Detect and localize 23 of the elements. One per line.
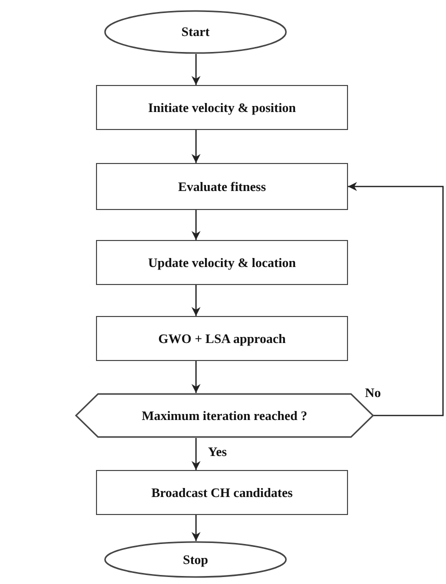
arrow [348,182,444,416]
process-box [96,85,348,130]
arrow [192,361,200,393]
process-box [96,240,348,285]
node-label: Initiate velocity & position [148,100,296,116]
start-terminal [104,10,287,54]
stop-terminal [104,541,287,578]
process-box [96,163,348,210]
arrow [192,54,200,85]
arrow [192,210,200,240]
arrow [192,515,200,541]
node-label: Broadcast CH candidates [151,484,293,500]
arrow [192,285,200,316]
arrow [192,438,200,470]
node-label: Update velocity & location [148,254,296,270]
node-label: Maximum iteration reached ? [142,408,308,424]
node-label: Start [181,24,210,40]
process-box [96,316,348,361]
process-box [96,470,348,515]
node-label: Evaluate fitness [178,178,266,194]
node-label: Stop [182,552,208,568]
node-label: GWO + LSA approach [158,330,286,346]
arrow [192,130,200,163]
